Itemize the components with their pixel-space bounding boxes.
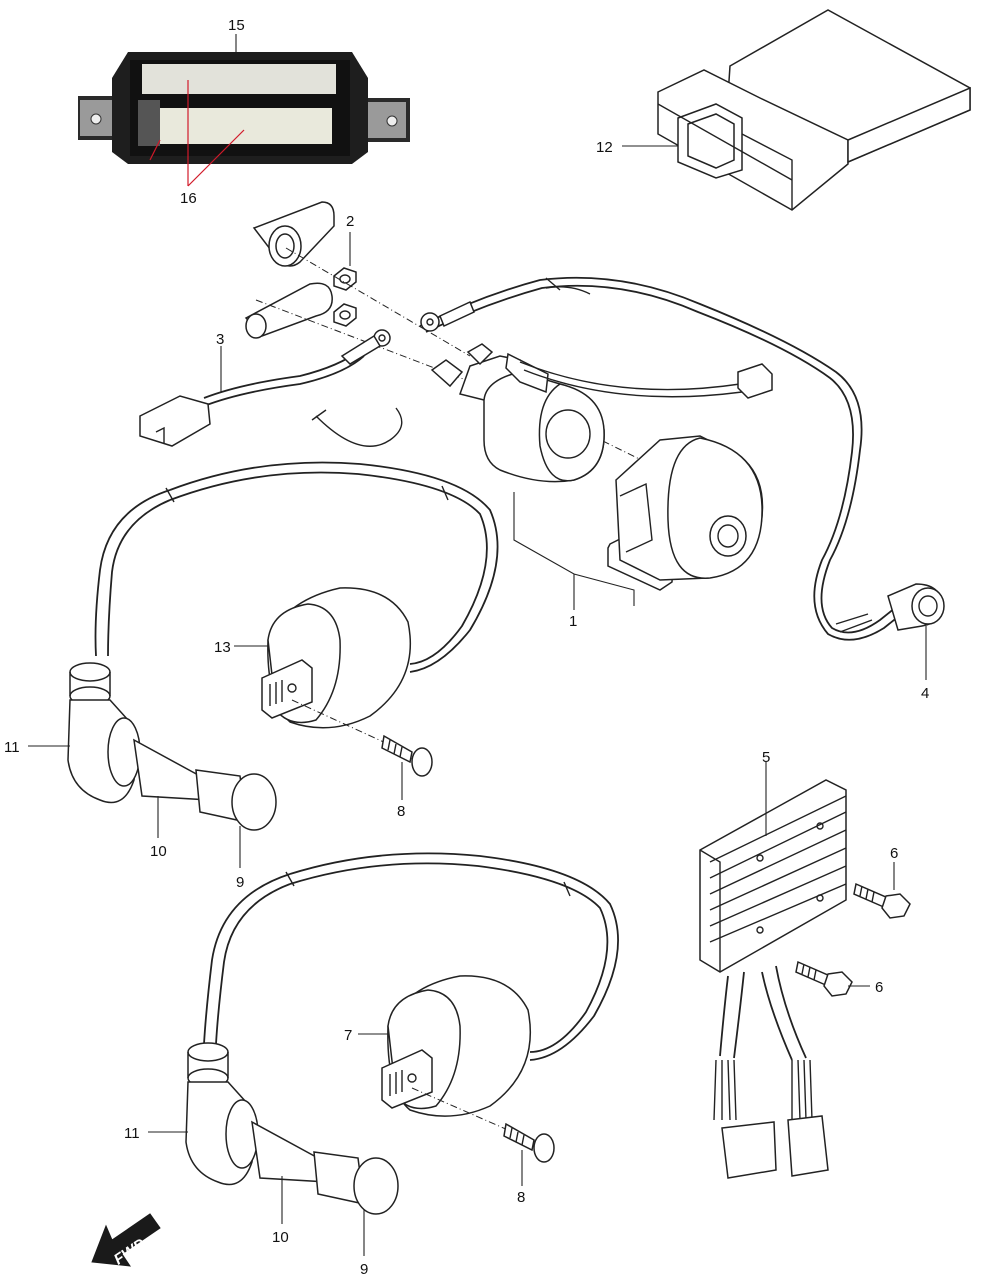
callout-7: 7 (344, 1027, 352, 1044)
callout-3: 3 (216, 331, 224, 348)
fuse-box-leaders (149, 34, 245, 187)
callout-12: 12 (596, 139, 613, 156)
ignition-coil-upper (94, 461, 499, 729)
screw-8-upper (291, 699, 433, 800)
callout-15: 15 (228, 17, 245, 34)
callout-10-upper: 10 (150, 843, 167, 860)
callout-4: 4 (921, 685, 929, 702)
callout-13: 13 (214, 639, 231, 656)
bolt-6-a (853, 862, 911, 919)
wire-lead-3 (139, 329, 403, 447)
callout-2: 2 (346, 213, 354, 230)
callout-5: 5 (762, 749, 770, 766)
callout-11-lower: 11 (124, 1125, 140, 1142)
plug-cap-upper (28, 662, 277, 868)
bolt-6-b (795, 960, 870, 997)
callout-9-lower: 9 (360, 1261, 368, 1278)
callout-10-lower: 10 (272, 1229, 289, 1246)
relay-cover (607, 435, 764, 591)
plug-cap-lower (148, 1042, 399, 1256)
screw-8-lower (411, 1087, 555, 1186)
cdi-unit (657, 9, 971, 211)
callout-6-lower: 6 (875, 979, 883, 996)
center-lines-upper (255, 247, 691, 485)
fwd-arrow: FWD (91, 1213, 161, 1268)
regulator-rectifier (699, 762, 847, 1179)
fuse-box-photo (78, 52, 410, 164)
terminal-caps (244, 201, 357, 339)
wire-lead-4 (419, 276, 945, 680)
callout-8-lower: 8 (517, 1189, 525, 1206)
callout-11-upper: 11 (4, 739, 20, 756)
callout-16: 16 (180, 190, 197, 207)
callout-8-upper: 8 (397, 803, 405, 820)
ignition-coil-lower (203, 852, 619, 1117)
callout-9-upper: 9 (236, 874, 244, 891)
starter-relay (430, 343, 605, 483)
leader-1 (513, 492, 635, 610)
callout-1: 1 (569, 613, 577, 630)
callout-6-upper: 6 (890, 845, 898, 862)
fwd-arrow-icon (91, 1213, 161, 1267)
relay-wires-plug (519, 361, 773, 399)
callout-labels: 15 16 12 2 3 1 4 13 11 8 10 9 5 6 6 7 11… (4, 17, 929, 1278)
